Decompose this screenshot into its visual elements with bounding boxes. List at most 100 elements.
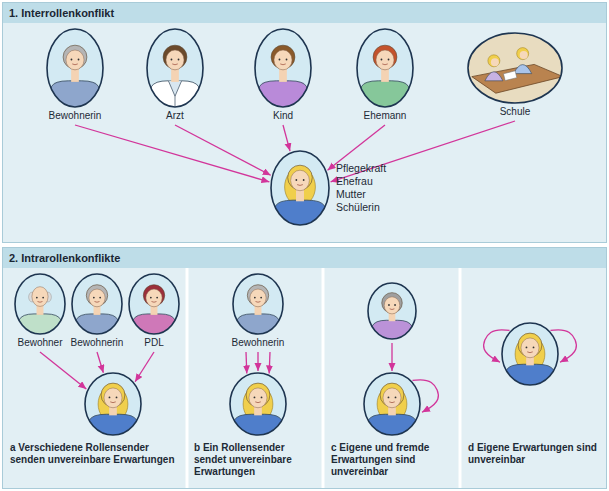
hair [101,383,125,407]
expectation-arrow [551,330,577,363]
eye [42,297,44,299]
eye [388,397,390,399]
oval-outline [147,29,203,107]
mouth [280,63,286,65]
expectation-arrow [391,343,392,371]
mouth [256,301,261,303]
oval-outline [233,274,283,334]
person-figure [48,45,101,110]
role-sender-label: Bewohnerin [232,337,285,349]
oval-outline [271,151,329,225]
figure-oval [254,28,312,108]
pupil-face [520,51,528,59]
expectation-arrow [331,121,515,182]
role-sender-label: Bewohnerin [49,110,102,122]
role-sender-label: Kind [273,110,293,122]
hair [382,293,403,314]
figure-oval [84,372,142,436]
divider-line [186,268,189,488]
role-figure: Bewohnerin [232,273,285,349]
role-name: Ehefrau [336,175,386,188]
hair [247,285,268,306]
eye [381,59,383,61]
hair [271,45,295,69]
eye [78,59,80,61]
hair [86,285,107,306]
oval-outline [357,29,413,107]
eye [394,304,396,306]
eye [109,397,111,399]
figure-oval [128,273,180,335]
eye [36,297,38,299]
oval-outline [502,323,558,385]
eye [261,397,263,399]
eye [254,297,256,299]
eye [303,179,305,181]
face [384,297,400,314]
case-caption: b Ein Rollensender sendet unvereinbare E… [194,442,318,478]
expectation-arrow [245,352,247,373]
person-figure [73,285,121,337]
face [249,388,267,408]
eye [99,297,101,299]
face [89,289,105,307]
figure-oval [363,372,421,436]
divider-line [459,268,462,488]
role-figure: d Eigene Erwartungen sind unvereinbar [468,322,600,466]
expectation-arrow [257,352,258,371]
role-sender-label: Bewohner [17,337,62,349]
oval-outline [47,29,103,107]
divider-line [322,268,325,488]
figure-oval [501,322,559,386]
mouth [152,301,157,303]
person-figure [231,383,284,438]
face [383,388,401,408]
role-figure: Bewohnerin [46,28,104,122]
mouth [527,351,533,353]
body [48,81,101,110]
hair [246,383,270,407]
person-figure [256,45,309,110]
eye [156,297,158,299]
wall [467,32,563,104]
mouth [110,401,116,403]
expectation-arrow [75,125,269,182]
oval-outline [72,274,122,334]
role-figure: Kind [254,28,312,122]
role-sender-label: PDL [144,337,163,349]
face [521,338,539,358]
expectation-arrow [328,125,385,170]
eye [178,59,180,61]
hair [518,333,542,357]
expectation-arrow [40,352,86,389]
role-figure: Bewohner [14,273,66,349]
oval-outline [129,274,179,334]
eye [533,347,535,349]
face [274,50,292,70]
person-figure [86,383,139,438]
oval-outline [85,373,141,435]
eye [150,297,152,299]
hair [373,45,397,69]
expectation-arrow [484,330,510,363]
figure-oval [356,28,414,108]
coat-collar [168,81,181,96]
panel-heading: 2. Intrarollenkonflikte [3,248,606,268]
role-name: Schülerin [336,201,386,214]
case-caption: a Verschiedene Rollensender senden unver… [10,442,180,466]
hair [163,45,187,69]
role-figure [367,282,417,340]
mouth [172,63,178,65]
face [166,50,184,70]
role-sender-label: Bewohnerin [71,337,124,349]
role-figure: c Eigene und fremde Erwartungen sind unv… [331,372,455,478]
expectation-arrow [269,352,271,373]
oval-outline [230,373,286,435]
oval-outline [364,373,420,435]
conflict-panel: 1. InterrollenkonfliktBewohnerinArztKind… [2,2,607,243]
mouth [390,308,395,310]
role-figure: a Verschiedene Rollensender senden unver… [10,372,180,466]
paper [503,71,516,81]
